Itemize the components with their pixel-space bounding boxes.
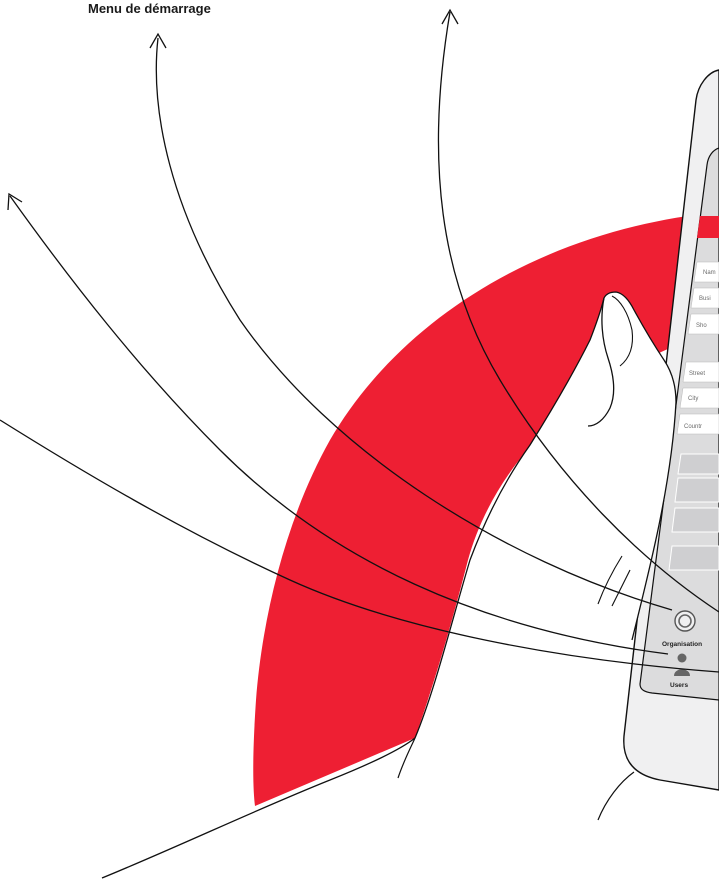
menu-row[interactable] (675, 478, 719, 502)
menu-row[interactable] (669, 546, 719, 570)
form-field-label: Sho (696, 323, 707, 329)
screen-header-bar (697, 216, 719, 238)
tab-label-organisation: Organisation (662, 641, 702, 648)
menu-row[interactable] (672, 508, 719, 532)
menu-row[interactable] (678, 454, 719, 474)
form-field-label: Nam (703, 270, 716, 276)
organisation-icon (675, 611, 695, 631)
form-field-label: Countr (684, 424, 702, 430)
form-field-label: City (688, 396, 698, 402)
wrist-line (598, 772, 634, 820)
user-icon-head (678, 654, 687, 663)
caption-label: Menu de démarrage (88, 1, 211, 16)
form-field-label: Busi (699, 296, 711, 302)
form-field-city[interactable] (680, 388, 719, 408)
form-field-label: Street (689, 371, 705, 377)
tab-label-users: Users (670, 682, 688, 689)
